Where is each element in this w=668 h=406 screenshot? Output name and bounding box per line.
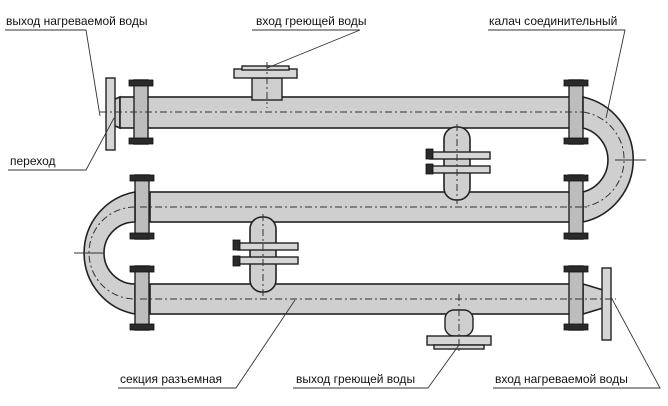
leader-heated-water-out [5,29,101,117]
bolt [128,79,154,87]
label-heated-water-out: выход нагреваемой воды [6,14,148,28]
leader-heating-water-in [252,29,361,69]
upper-support-plate-1 [429,151,491,160]
right-connecting-bend [582,96,646,223]
lower-support-plate-2 [237,256,299,265]
bolt [129,323,155,331]
bolt [232,255,241,267]
bolt [563,79,589,87]
bottom-pipe-section [129,214,616,354]
leader-connecting-bend [488,29,626,119]
upper-support-plate-2 [429,165,491,174]
bolt [563,232,589,240]
bolt [563,174,589,182]
right-bend [582,96,635,223]
bolt [129,232,155,240]
label-detachable-section: секция разъемная [120,372,223,386]
bolt [425,163,434,175]
label-heating-water-in: вход греющей воды [256,14,367,28]
middle-pipe-section [129,124,590,240]
bottom-right-flange [568,265,584,331]
bolt [425,148,434,160]
bottom-left-flange [134,265,150,331]
heating-water-inlet-plate-top [241,65,290,71]
bolt [563,265,589,273]
left-bend [83,191,136,315]
leader-heated-water-in [493,296,661,389]
label-transition: переход [10,154,56,168]
bolt [128,137,154,145]
lower-support-plate-1 [237,242,299,251]
bolt [129,265,155,273]
heated-water-outlet-end-plate [105,77,116,151]
leader-lines [5,29,661,389]
left-bend-centerline [88,206,136,300]
bolt [129,174,155,182]
leader-detachable-section [118,299,296,389]
label-connecting-bend: калач соединительный [489,14,618,28]
heated-water-inlet-end-plate [601,267,612,341]
bolt [563,137,589,145]
left-connecting-bend [74,191,136,315]
label-heating-water-out: выход греющей воды [296,372,416,386]
leader-heating-water-out [293,344,460,389]
leader-transition [8,117,115,171]
label-heated-water-in: вход нагреваемой воды [495,372,628,386]
bolt [563,323,589,331]
right-bend-centerline [582,111,625,208]
top-pipe-section [100,62,600,151]
bolt [232,239,241,251]
